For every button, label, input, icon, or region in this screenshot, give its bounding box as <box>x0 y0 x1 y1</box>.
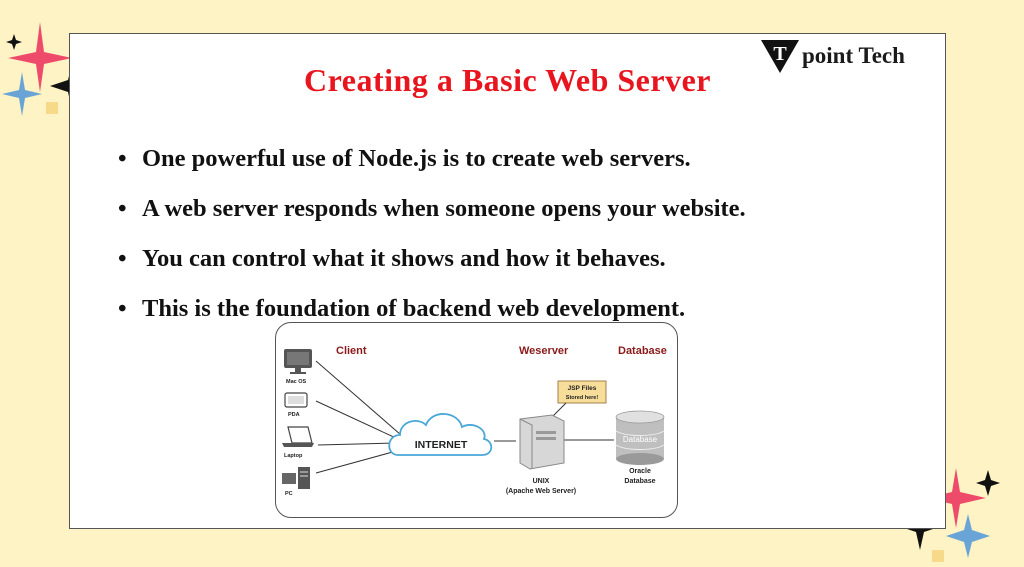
server-caption-line-2: (Apache Web Server) <box>506 488 576 495</box>
pda-icon <box>284 392 308 408</box>
device-label-pda: PDA <box>288 412 300 418</box>
internet-cloud-icon <box>388 413 493 456</box>
bullet-item: •A web server responds when someone open… <box>118 195 746 222</box>
bullet-item: •One powerful use of Node.js is to creat… <box>118 145 691 172</box>
device-label-mac: Mac OS <box>286 379 307 385</box>
bullet-item: •This is the foundation of backend web d… <box>118 295 686 322</box>
laptop-icon <box>282 426 314 447</box>
web-server-architecture-diagram: Client Weserver Database Mac OS PDA <box>275 322 678 518</box>
device-label-laptop: Laptop <box>284 453 303 459</box>
db-caption-line-1: Oracle <box>629 468 651 475</box>
bullet-list: •One powerful use of Node.js is to creat… <box>110 134 746 334</box>
logo-emblem-icon: T <box>761 40 799 73</box>
logo-mark: T <box>773 43 787 65</box>
device-label-pc: PC <box>285 491 293 497</box>
client-header: Client <box>336 345 367 357</box>
database-cylinder-icon <box>615 410 665 465</box>
db-caption-line-2: Database <box>624 478 655 485</box>
database-header: Database <box>618 345 667 357</box>
bullet-item: •You can control what it shows and how i… <box>118 245 666 272</box>
internet-label: INTERNET <box>415 439 468 451</box>
callout-line-1: JSP Files <box>568 385 597 392</box>
slide-card: Creating a Basic Web Server T point Tech… <box>69 33 946 529</box>
database-icon-label: Database <box>623 435 658 444</box>
pc-icon <box>282 467 310 489</box>
mac-monitor-icon <box>284 349 312 374</box>
callout-line-2: Stored here! <box>566 395 599 401</box>
slide-title: Creating a Basic Web Server <box>304 62 711 98</box>
server-caption-line-1: UNIX <box>533 478 550 485</box>
connection-lines <box>315 360 614 474</box>
tpoint-tech-logo: T point Tech <box>760 38 905 74</box>
server-icon <box>519 414 565 470</box>
logo-text: point Tech <box>802 43 905 68</box>
webserver-header: Weserver <box>519 345 569 357</box>
